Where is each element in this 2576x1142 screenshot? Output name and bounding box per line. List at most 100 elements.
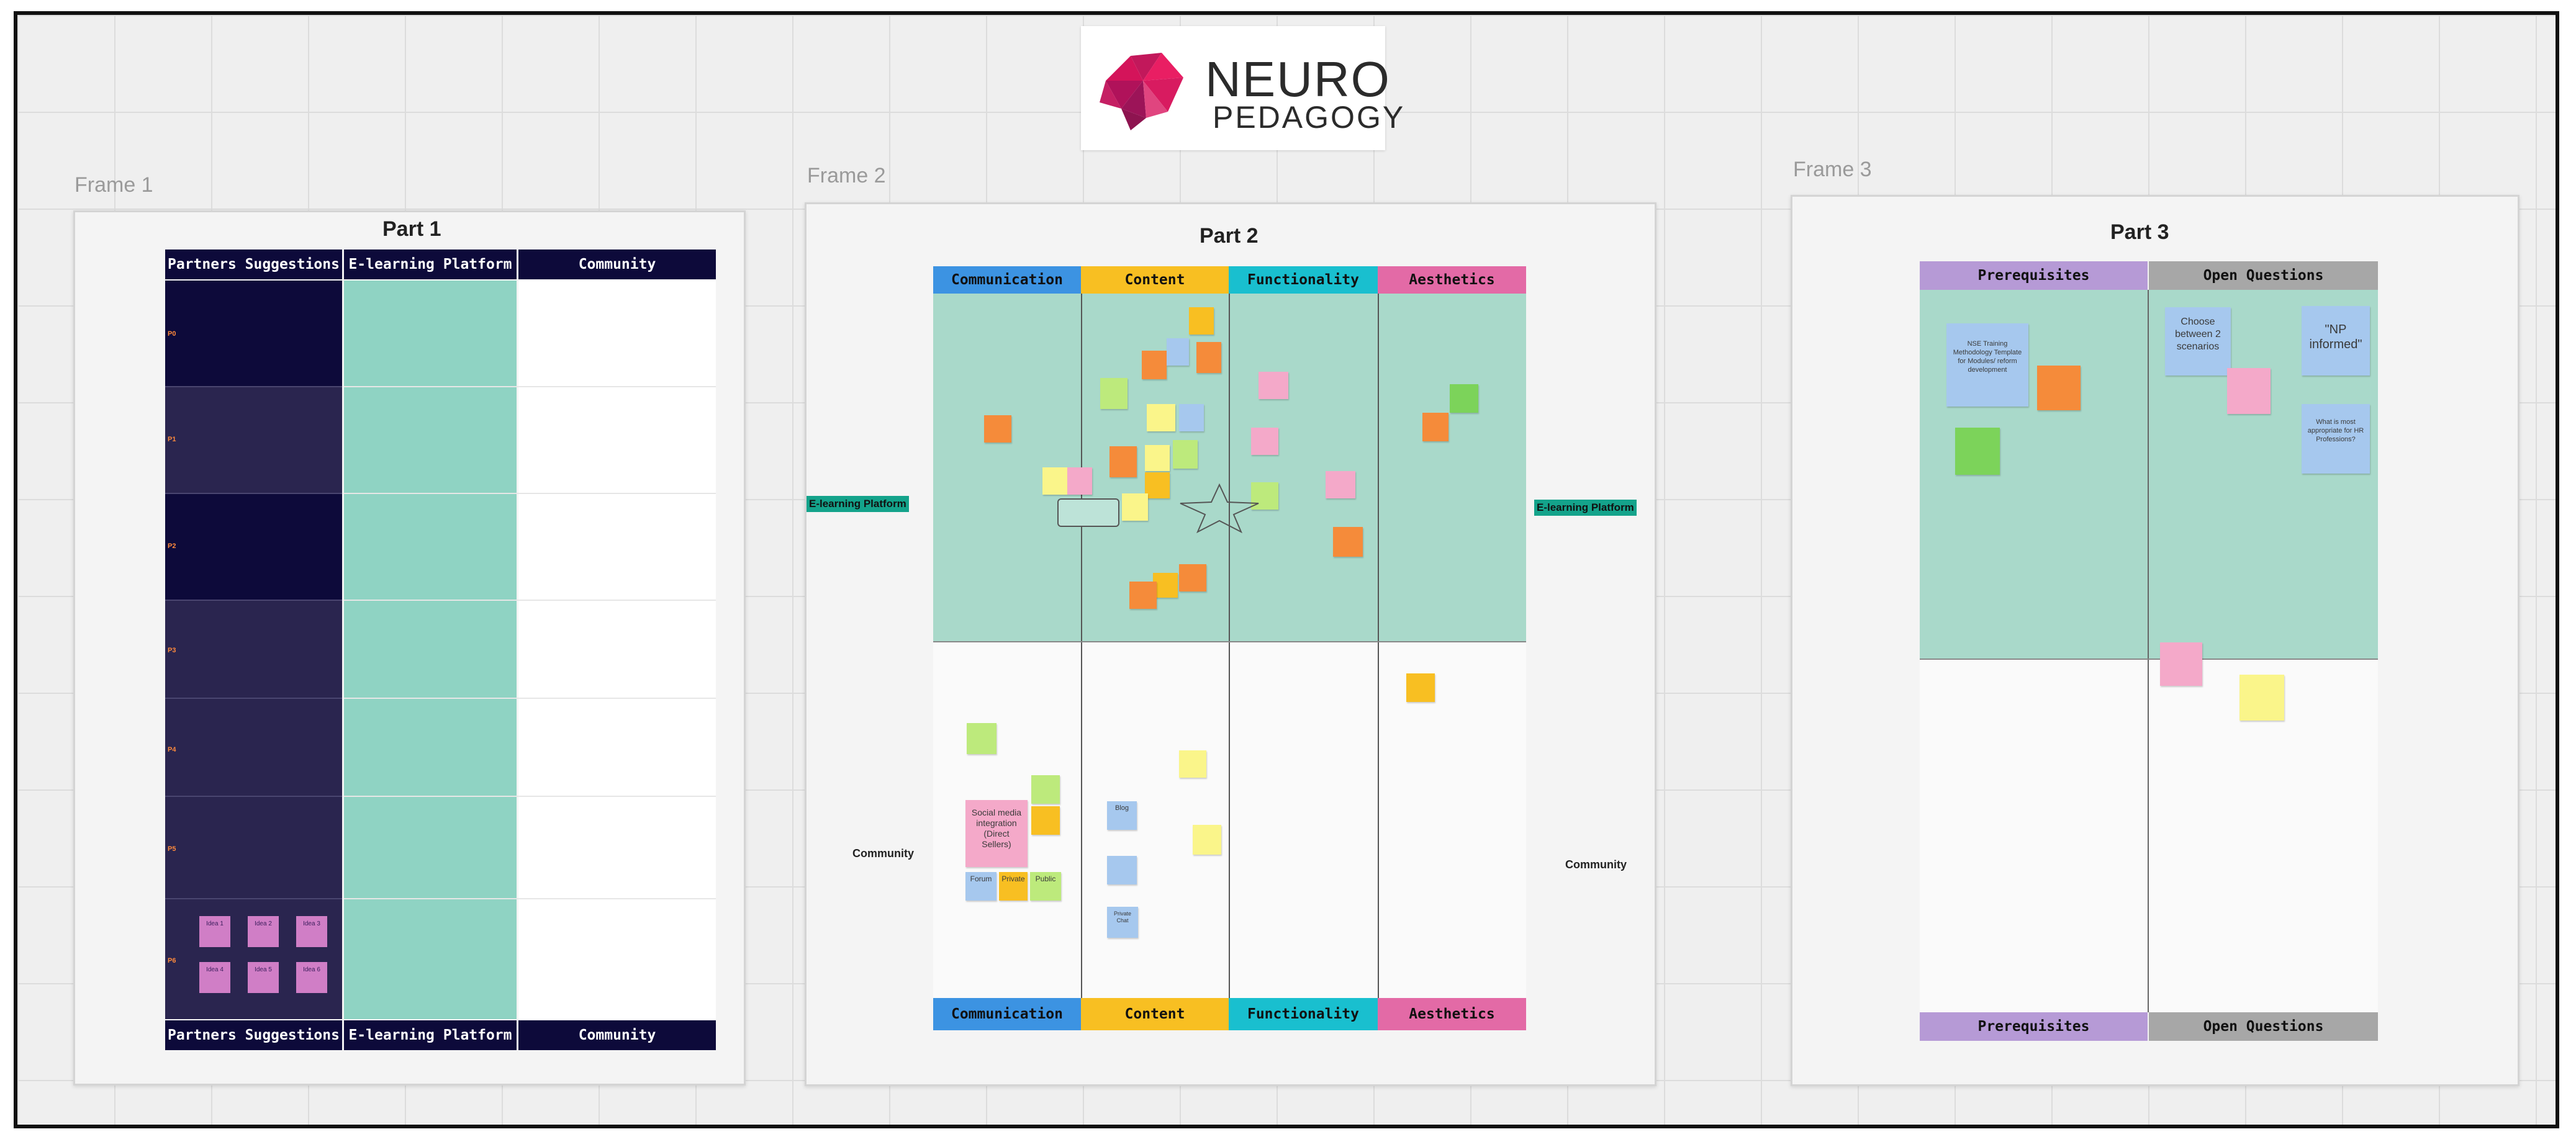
sticky-note[interactable] [1179, 750, 1206, 778]
sticky-note[interactable] [1173, 440, 1198, 469]
logo-text-neuro: NEURO [1205, 52, 1391, 107]
training-template-note[interactable]: NSE Training Methodology Template for Mo… [1946, 323, 2028, 407]
sticky-note[interactable] [1129, 582, 1157, 609]
sticky-note[interactable] [1109, 446, 1137, 477]
sticky-note[interactable] [1145, 445, 1170, 471]
star-shape[interactable] [1179, 483, 1260, 533]
row-divider [933, 641, 1526, 642]
forum-note[interactable]: Forum [965, 872, 997, 901]
social-media-note[interactable]: Social media integration (Direct Sellers… [965, 800, 1028, 867]
private-note[interactable]: Private [999, 872, 1028, 901]
row-label-p6: P6 [168, 957, 176, 964]
sticky-note[interactable] [2160, 642, 2202, 686]
sticky-note[interactable] [967, 723, 997, 754]
col-divider [2148, 290, 2149, 1012]
frame-2[interactable]: Part 2 Communication Content Functionali… [805, 202, 1656, 1086]
sticky-note[interactable] [1067, 467, 1092, 495]
idea-sticky-6[interactable]: Idea 6 [296, 962, 327, 993]
sticky-note[interactable] [1167, 338, 1189, 366]
choose-scenarios-note[interactable]: Choose between 2 scenarios [2165, 307, 2231, 375]
part-1-title: Part 1 [382, 217, 441, 241]
header-functionality: Functionality [1229, 266, 1378, 294]
side-label-community-left: Community [852, 847, 914, 860]
row-p0[interactable] [165, 281, 342, 387]
sticky-note[interactable] [2037, 366, 2081, 410]
sticky-note[interactable] [1100, 378, 1128, 409]
row-label-p0: P0 [168, 330, 176, 338]
frame-1[interactable]: Part 1 Partners Suggestions E-learning P… [73, 210, 746, 1086]
sticky-note[interactable] [1450, 384, 1478, 413]
sticky-note[interactable] [1153, 573, 1178, 598]
community-column [518, 281, 716, 1019]
speech-bubble-shape[interactable] [1057, 498, 1119, 527]
row-p1[interactable] [165, 387, 342, 494]
row-divider [344, 898, 716, 899]
private-chat-note[interactable]: Private Chat [1107, 907, 1138, 938]
sticky-note[interactable] [1142, 351, 1167, 379]
row-divider [344, 600, 716, 601]
footer-partners-suggestions: Partners Suggestions [165, 1020, 342, 1050]
row-divider [344, 796, 716, 797]
row-p3[interactable] [165, 601, 342, 699]
sticky-note[interactable] [1189, 307, 1214, 335]
sticky-note[interactable] [1179, 564, 1206, 591]
row-p5[interactable] [165, 797, 342, 899]
row-label-p4: P4 [168, 746, 176, 753]
sticky-note[interactable] [1031, 775, 1060, 804]
blog-note[interactable]: Blog [1107, 801, 1137, 830]
header-community: Community [518, 250, 716, 279]
sticky-note[interactable] [1031, 806, 1060, 835]
sticky-note[interactable] [1422, 413, 1448, 441]
row-divider [344, 386, 716, 387]
idea-sticky-4[interactable]: Idea 4 [199, 962, 230, 993]
np-informed-note[interactable]: "NP informed" [2302, 306, 2370, 375]
sticky-note[interactable] [2239, 675, 2284, 721]
sticky-note[interactable] [1179, 404, 1204, 431]
sticky-note[interactable] [1193, 825, 1221, 855]
sticky-note[interactable] [1406, 673, 1435, 702]
footer-content: Content [1081, 998, 1229, 1030]
sticky-note[interactable] [1122, 493, 1148, 521]
sticky-note[interactable] [1196, 342, 1221, 373]
sticky-note[interactable] [1259, 372, 1288, 399]
sticky-note[interactable] [1145, 472, 1170, 498]
sticky-note[interactable] [1147, 404, 1175, 431]
row-p2[interactable] [165, 494, 342, 601]
sticky-note[interactable] [1326, 471, 1355, 498]
footer-elearning-platform: E-learning Platform [344, 1020, 517, 1050]
brain-logo-icon [1100, 53, 1183, 130]
row-p4[interactable] [165, 699, 342, 797]
partners-column [165, 281, 342, 1019]
idea-sticky-3[interactable]: Idea 3 [296, 916, 327, 947]
header-partners-suggestions: Partners Suggestions [165, 250, 342, 279]
sticky-note[interactable] [2227, 368, 2271, 414]
row-label-p5: P5 [168, 845, 176, 853]
sticky-note[interactable] [1107, 856, 1137, 884]
side-tag-elearning-left: E-learning Platform [807, 496, 909, 512]
side-label-community-right: Community [1565, 858, 1627, 871]
most-appropriate-note[interactable]: What is most appropriate for HR Professi… [2302, 404, 2370, 474]
sticky-note[interactable] [1251, 428, 1278, 455]
frame-3[interactable]: Part 3 Prerequisites Open Questions NSE … [1791, 195, 2520, 1086]
logo-text-pedagogy: PEDAGOGY [1213, 100, 1406, 135]
public-note[interactable]: Public [1030, 872, 1061, 901]
idea-sticky-5[interactable]: Idea 5 [248, 962, 279, 993]
row-divider [344, 493, 716, 494]
header-communication: Communication [933, 266, 1081, 294]
sticky-note[interactable] [984, 415, 1011, 443]
footer-communication: Communication [933, 998, 1081, 1030]
row-label-p3: P3 [168, 647, 176, 654]
idea-sticky-2[interactable]: Idea 2 [248, 916, 279, 947]
header-aesthetics: Aesthetics [1378, 266, 1526, 294]
sticky-note[interactable] [1955, 428, 2000, 475]
frame-2-label[interactable]: Frame 2 [807, 164, 886, 187]
frame-1-label[interactable]: Frame 1 [75, 173, 153, 197]
sticky-note[interactable] [1042, 467, 1067, 495]
idea-sticky-1[interactable]: Idea 1 [199, 916, 230, 947]
footer-community: Community [518, 1020, 716, 1050]
whiteboard-canvas[interactable]: NEURO PEDAGOGY Frame 1 Part 1 Partners S… [14, 11, 2559, 1128]
col-divider [1229, 294, 1230, 998]
frame-3-label[interactable]: Frame 3 [1793, 158, 1872, 181]
part-3-title: Part 3 [2110, 220, 2169, 244]
sticky-note[interactable] [1333, 527, 1363, 557]
